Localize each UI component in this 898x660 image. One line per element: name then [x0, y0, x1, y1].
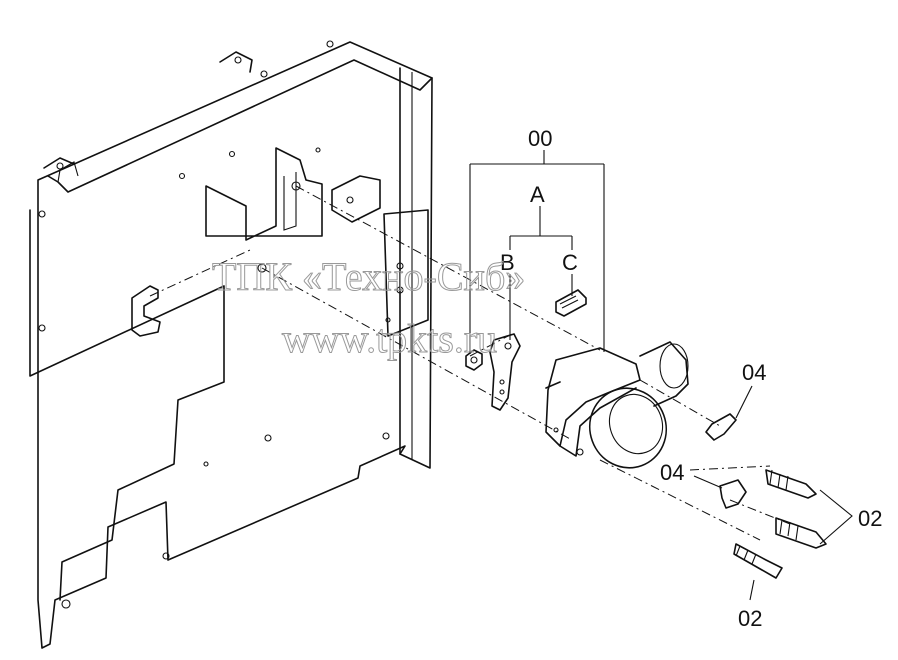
callout-c: C	[562, 250, 578, 275]
bolt-upper	[765, 469, 817, 499]
actuator-motor	[545, 341, 689, 469]
callout-02-right: 02	[858, 506, 882, 531]
bolt-bottom	[733, 543, 783, 579]
nut	[465, 349, 483, 371]
clip-lower	[719, 479, 747, 509]
callout-tree	[469, 150, 853, 601]
link-lever	[489, 333, 521, 411]
callout-04-lower: 04	[660, 460, 684, 485]
clip-upper	[705, 413, 737, 441]
callout-02-bottom: 02	[738, 606, 762, 631]
assembly-lines	[149, 185, 791, 541]
watermark-company: ТПК «Техно-Сиб»	[212, 254, 525, 299]
callout-a: A	[530, 182, 545, 207]
screw-c	[555, 289, 587, 317]
callout-00: 00	[528, 126, 552, 151]
callout-04-upper: 04	[742, 360, 766, 385]
mounting-panel	[29, 40, 433, 649]
bolt-middle	[775, 517, 827, 549]
watermark-url: www.tpkts.ru	[282, 316, 497, 361]
callout-b: B	[500, 250, 515, 275]
